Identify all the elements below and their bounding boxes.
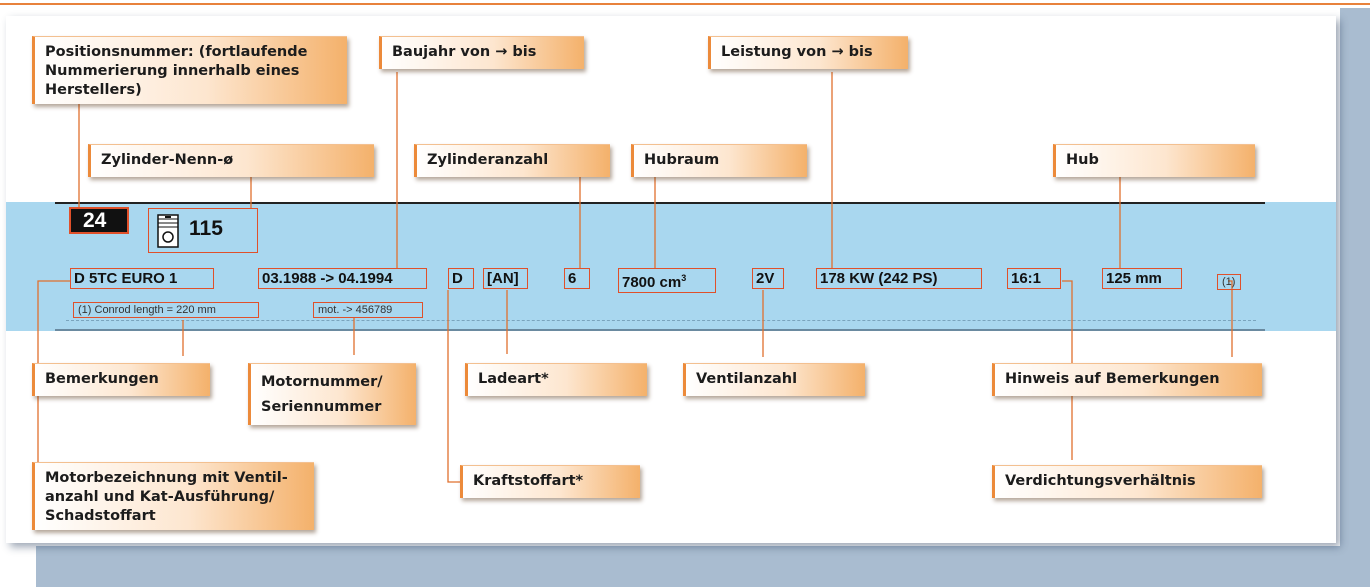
connector-fuel bbox=[447, 290, 462, 483]
top-rule bbox=[0, 3, 1370, 5]
cylinder-diameter-icon bbox=[157, 214, 179, 248]
band-bottom-rule bbox=[55, 329, 1265, 331]
valve-count-field: 2V bbox=[752, 268, 784, 289]
cylinder-count-field: 6 bbox=[564, 268, 590, 289]
label-remark-reference: Hinweis auf Bemerkungen bbox=[992, 363, 1262, 396]
band-dashed-rule bbox=[66, 320, 1256, 321]
label-valve-count: Ventilanzahl bbox=[683, 363, 865, 396]
label-cylinder-bore: Zylinder-Nenn-ø bbox=[88, 144, 374, 177]
engine-code-field: D 5TC EURO 1 bbox=[70, 268, 214, 289]
label-fuel-type: Kraftstoffart* bbox=[460, 465, 640, 498]
cylinder-bore-value: 115 bbox=[189, 217, 223, 240]
connector-remark-ref bbox=[1228, 280, 1233, 357]
record-band bbox=[6, 202, 1336, 331]
label-engine-serial: Motornummer/ Seriennummer bbox=[248, 363, 416, 425]
remark-note-field: (1) Conrod length = 220 mm bbox=[73, 302, 259, 318]
label-displacement: Hubraum bbox=[631, 144, 807, 177]
position-number-value: 24 bbox=[69, 207, 129, 234]
fuel-type-field: D bbox=[448, 268, 474, 289]
stroke-field: 125 mm bbox=[1102, 268, 1182, 289]
serial-number-field: mot. -> 456789 bbox=[313, 302, 423, 318]
compression-field: 16:1 bbox=[1007, 268, 1061, 289]
label-power: Leistung von → bis bbox=[708, 36, 908, 69]
label-charge-type: Ladeart* bbox=[465, 363, 647, 396]
background-edge-bottom bbox=[36, 546, 1370, 587]
remark-reference-field: (1) bbox=[1217, 274, 1241, 290]
label-position-number: Positionsnummer: (fortlaufende Nummerier… bbox=[32, 36, 347, 104]
background-edge-right bbox=[1340, 8, 1370, 587]
cylinder-bore-field: 115 bbox=[148, 208, 258, 253]
displacement-value: 7800 cm bbox=[622, 274, 682, 291]
connector-compression bbox=[1062, 280, 1073, 460]
displacement-field: 7800 cm3 bbox=[618, 268, 716, 293]
build-years-field: 03.1988 -> 04.1994 bbox=[258, 268, 427, 289]
label-remarks: Bemerkungen bbox=[32, 363, 210, 396]
label-compression-ratio: Verdichtungsverhältnis bbox=[992, 465, 1262, 498]
label-stroke: Hub bbox=[1053, 144, 1255, 177]
label-engine-designation: Motorbezeichnung mit Ventil- anzahl und … bbox=[32, 462, 314, 530]
displacement-unit-exponent: 3 bbox=[681, 273, 687, 283]
label-cylinder-count: Zylinderanzahl bbox=[414, 144, 610, 177]
label-build-year: Baujahr von → bis bbox=[379, 36, 584, 69]
power-field: 178 KW (242 PS) bbox=[816, 268, 982, 289]
charge-type-field: [AN] bbox=[483, 268, 528, 289]
band-top-rule bbox=[55, 202, 1265, 204]
